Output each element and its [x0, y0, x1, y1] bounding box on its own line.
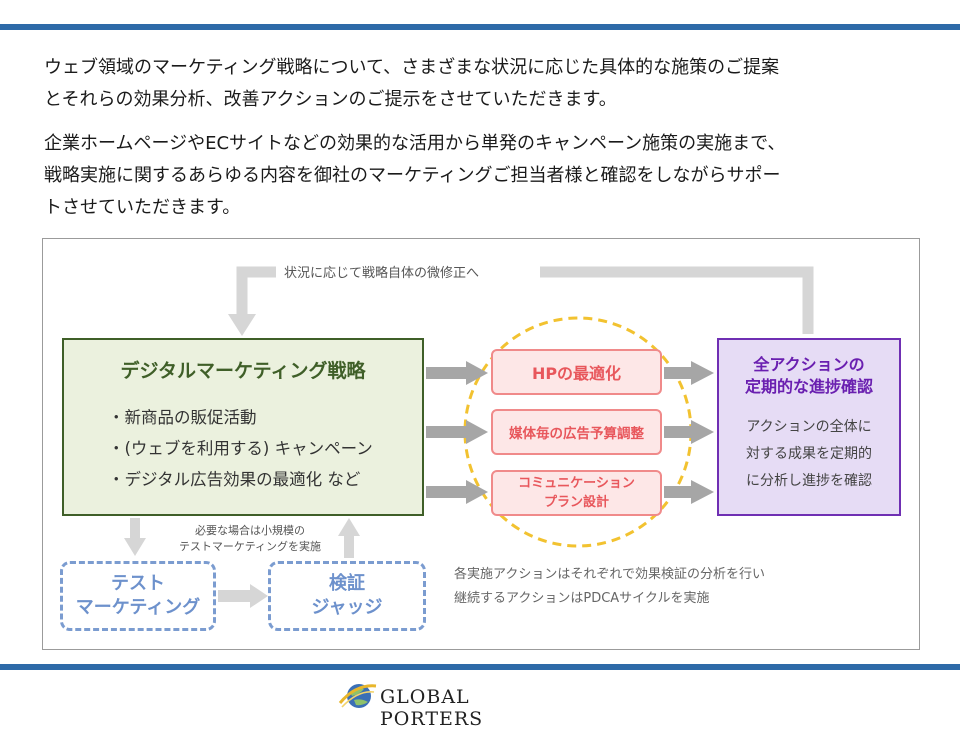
- arrow-head: [691, 420, 714, 444]
- intro-line: ウェブ領域のマーケティング戦略について、さまざまな状況に応じた具体的な施策のご提…: [44, 57, 780, 78]
- arrow-head: [466, 361, 488, 385]
- arrow-shaft: [426, 367, 468, 379]
- arrow-head: [691, 361, 714, 385]
- strategy-title: デジタルマーケティング戦略: [120, 360, 366, 382]
- judge-label: ジャッジ: [311, 597, 383, 618]
- list-item: ・(ウェブを利用する) キャンペーン: [108, 439, 373, 458]
- strategy-box: デジタルマーケティング戦略 ・新商品の販促活動 ・(ウェブを利用する) キャンペ…: [62, 338, 424, 516]
- action-media-budget: 媒体毎の広告予算調整: [491, 409, 662, 455]
- arrow-head: [691, 480, 714, 504]
- action-communication-plan: コミュニケーション プラン設計: [491, 470, 662, 516]
- note-line: 継続するアクションはPDCAサイクルを実施: [454, 591, 710, 606]
- title-line: 定期的な進捗確認: [744, 377, 873, 396]
- arrow-head: [250, 584, 268, 608]
- test-marketing-box: テスト マーケティング: [60, 561, 216, 631]
- arrow-shaft: [130, 518, 140, 540]
- note-line: テストマーケティングを実施: [178, 540, 322, 553]
- intro-line: とそれらの効果分析、改善アクションのご提示をさせていただきます。: [44, 89, 617, 110]
- arrow-shaft: [426, 486, 468, 498]
- arrow-shaft: [344, 534, 354, 558]
- arrow-shaft: [664, 426, 692, 438]
- feedback-loop-line: [540, 266, 814, 334]
- arrow-shaft: [664, 486, 692, 498]
- title-line: 全アクションの: [753, 355, 865, 374]
- action-label: プラン設計: [543, 495, 609, 510]
- note-line: 各実施アクションはそれぞれで効果検証の分析を行い: [454, 567, 765, 582]
- list-item: ・デジタル広告効果の最適化 など: [108, 470, 361, 489]
- intro-paragraph-2: 企業ホームページやECサイトなどの効果的な活用から単発のキャンペーン施策の実施ま…: [44, 128, 924, 224]
- arrow-shaft: [218, 590, 252, 602]
- intro-line: 企業ホームページやECサイトなどの効果的な活用から単発のキャンペーン施策の実施ま…: [44, 133, 786, 154]
- intro-line: トさせていただきます。: [44, 197, 241, 218]
- action-label: 媒体毎の広告予算調整: [509, 426, 644, 442]
- list-item: ・新商品の販促活動: [108, 408, 257, 427]
- globe-icon: [338, 684, 377, 708]
- body-line: 対する成果を定期的: [746, 446, 872, 462]
- test-label: テスト: [111, 573, 165, 594]
- verification-judge-box: 検証 ジャッジ: [268, 561, 426, 631]
- top-rule: [0, 24, 960, 30]
- loop-label: 状況に応じて戦略自体の微修正へ: [280, 262, 484, 281]
- test-note: 必要な場合は小規模の テストマーケティングを実施: [152, 523, 348, 555]
- pdca-note: 各実施アクションはそれぞれで効果検証の分析を行い 継続するアクションはPDCAサ…: [454, 563, 765, 611]
- arrow-shaft: [664, 367, 692, 379]
- body-line: に分析し進捗を確認: [746, 473, 872, 489]
- progress-check-title: 全アクションの 定期的な進捗確認: [719, 354, 899, 398]
- arrow-head: [124, 538, 146, 556]
- body-line: アクションの全体に: [746, 419, 872, 435]
- logo-wordmark: GLOBAL PORTERS: [380, 686, 484, 730]
- progress-check-body: アクションの全体に 対する成果を定期的 に分析し進捗を確認: [719, 414, 899, 495]
- action-label: コミュニケーション: [518, 476, 635, 491]
- progress-check-box: 全アクションの 定期的な進捗確認 アクションの全体に 対する成果を定期的 に分析…: [717, 338, 901, 516]
- arrow-head: [466, 420, 488, 444]
- action-hp-optimization: HPの最適化: [491, 349, 662, 395]
- feedback-arrowhead: [228, 314, 256, 336]
- bottom-rule: [0, 664, 960, 670]
- test-label: マーケティング: [75, 597, 201, 618]
- intro-line: 戦略実施に関するあらゆる内容を御社のマーケティングご担当者様と確認をしながらサポ…: [44, 165, 781, 186]
- arrow-shaft: [426, 426, 468, 438]
- note-line: 必要な場合は小規模の: [195, 524, 305, 537]
- global-porters-logo: GLOBAL PORTERS: [338, 678, 578, 730]
- arrow-head: [338, 518, 360, 536]
- intro-paragraph-1: ウェブ領域のマーケティング戦略について、さまざまな状況に応じた具体的な施策のご提…: [44, 52, 924, 116]
- feedback-loop-line-left: [236, 266, 276, 316]
- arrow-head: [466, 480, 488, 504]
- action-label: HPの最適化: [531, 364, 622, 383]
- strategy-list: ・新商品の販促活動 ・(ウェブを利用する) キャンペーン ・デジタル広告効果の最…: [108, 402, 373, 495]
- judge-label: 検証: [329, 573, 365, 594]
